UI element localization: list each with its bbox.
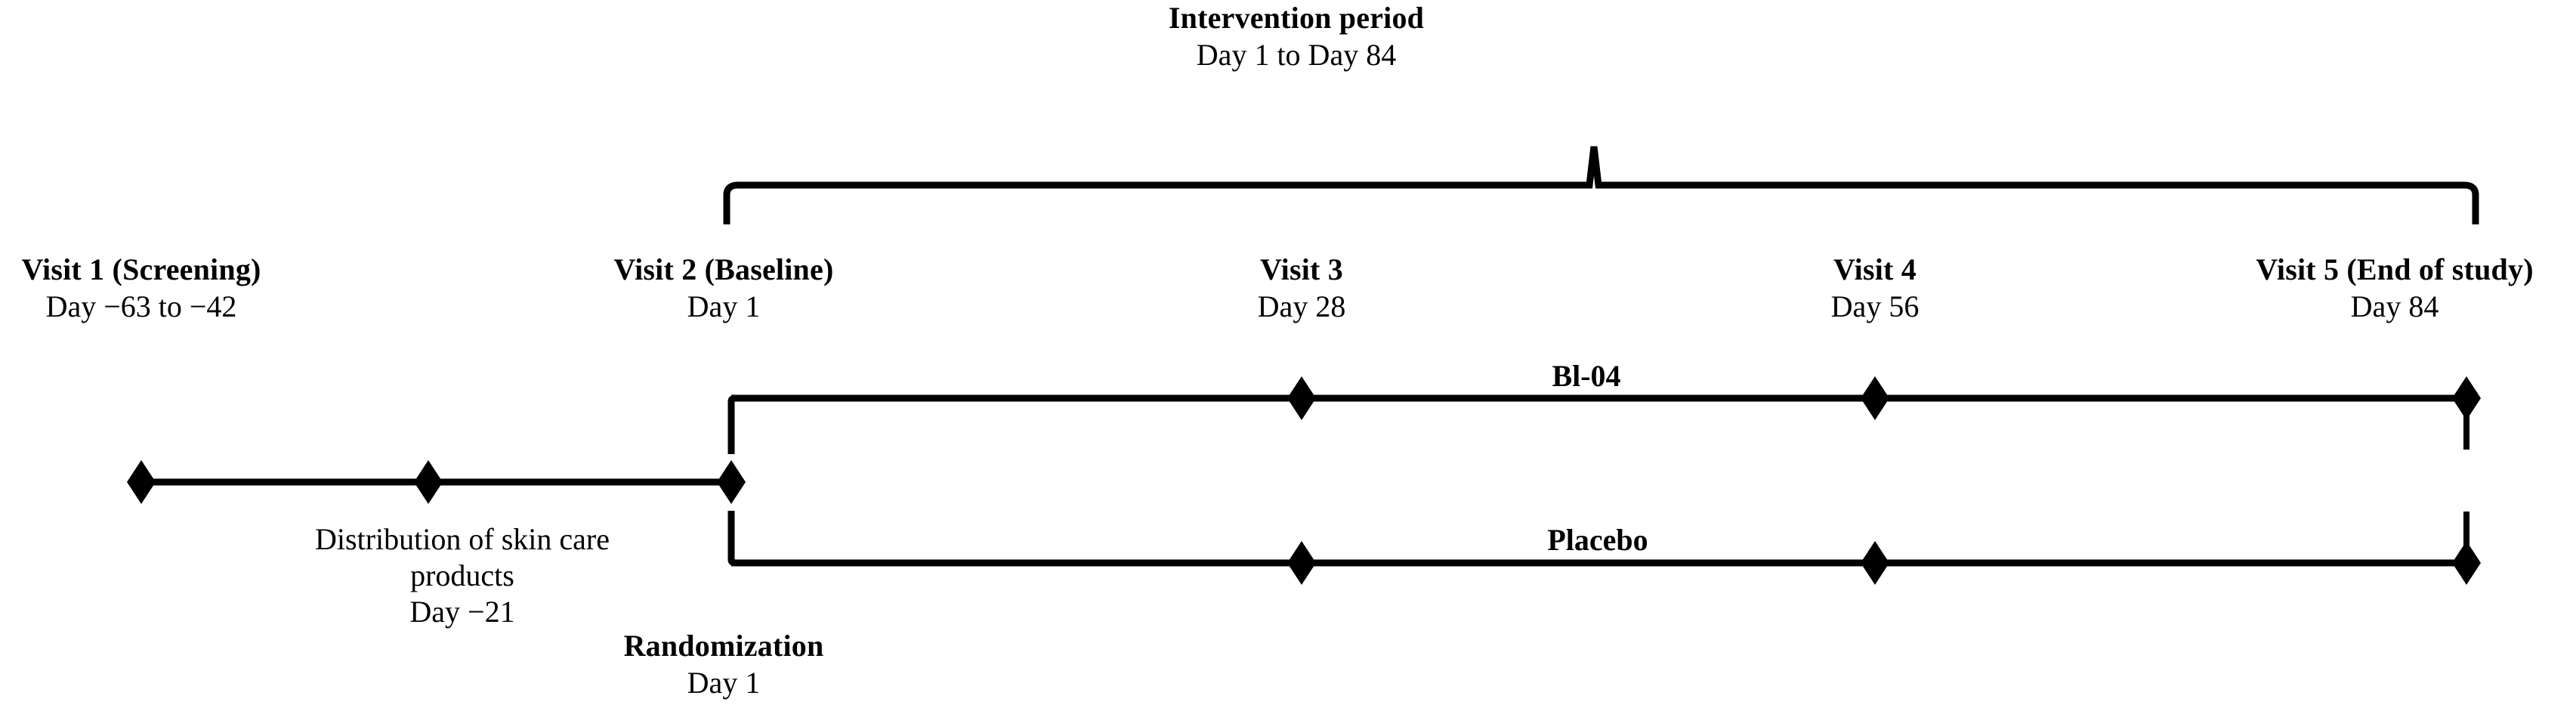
distribution-line-2: products	[410, 558, 514, 592]
visit-marker-arm-placebo-visit-4	[1861, 541, 1889, 585]
randomization-day: Day 1	[687, 665, 761, 700]
visit-2-day: Day 1	[687, 289, 761, 323]
randomization-title: Randomization	[623, 629, 824, 663]
visit-marker-arm-placebo-visit-3	[1287, 541, 1316, 585]
arm-active-label-text: Bl-04	[1552, 359, 1621, 393]
visit-marker-arm-active-visit-3	[1287, 376, 1316, 420]
intervention-period-title-block: Intervention period Day 1 to Day 84	[1039, 0, 1553, 74]
visit-3-label-block: Visit 3 Day 28	[1128, 252, 1475, 326]
visit-marker-visit-1	[127, 460, 156, 504]
visit-3-title: Visit 3	[1260, 252, 1343, 286]
visit-1-label-block: Visit 1 (Screening) Day −63 to −42	[0, 252, 383, 326]
intervention-period-title: Intervention period	[1168, 1, 1425, 35]
visit-marker-arm-placebo-visit-5	[2452, 541, 2481, 585]
visit-1-day: Day −63 to −42	[45, 289, 237, 323]
intervention-period-brace	[723, 146, 2479, 224]
arm-active-timeline	[731, 394, 2469, 450]
visit-marker-arm-active-visit-4	[1861, 376, 1889, 420]
distribution-event-block: Distribution of skin care products Day −…	[266, 521, 659, 630]
visit-marker-distribution	[414, 460, 443, 504]
arm-placebo-label-text: Placebo	[1547, 523, 1648, 557]
visit-4-title: Visit 4	[1833, 252, 1917, 286]
visit-marker-visit-2-randomization	[717, 460, 746, 504]
visit-5-day: Day 84	[2350, 289, 2439, 323]
intervention-period-subtitle: Day 1 to Day 84	[1196, 37, 1397, 72]
arm-active-label: Bl-04	[1435, 358, 1737, 394]
visit-3-day: Day 28	[1257, 289, 1346, 323]
visit-5-title: Visit 5 (End of study)	[2256, 252, 2534, 286]
randomization-event-block: Randomization Day 1	[512, 628, 935, 702]
distribution-line-1: Distribution of skin care	[315, 522, 610, 556]
visit-2-label-block: Visit 2 (Baseline) Day 1	[512, 252, 935, 326]
arm-placebo-label: Placebo	[1447, 522, 1749, 558]
visit-5-label-block: Visit 5 (End of study) Day 84	[2130, 252, 2576, 326]
visit-4-day: Day 56	[1830, 289, 1920, 323]
visit-marker-arm-active-visit-5	[2452, 376, 2481, 420]
visit-4-label-block: Visit 4 Day 56	[1701, 252, 2049, 326]
distribution-day: Day −21	[409, 595, 515, 629]
visit-1-title: Visit 1 (Screening)	[21, 252, 261, 286]
visit-2-title: Visit 2 (Baseline)	[613, 252, 834, 286]
randomization-branch-connector	[727, 394, 748, 567]
